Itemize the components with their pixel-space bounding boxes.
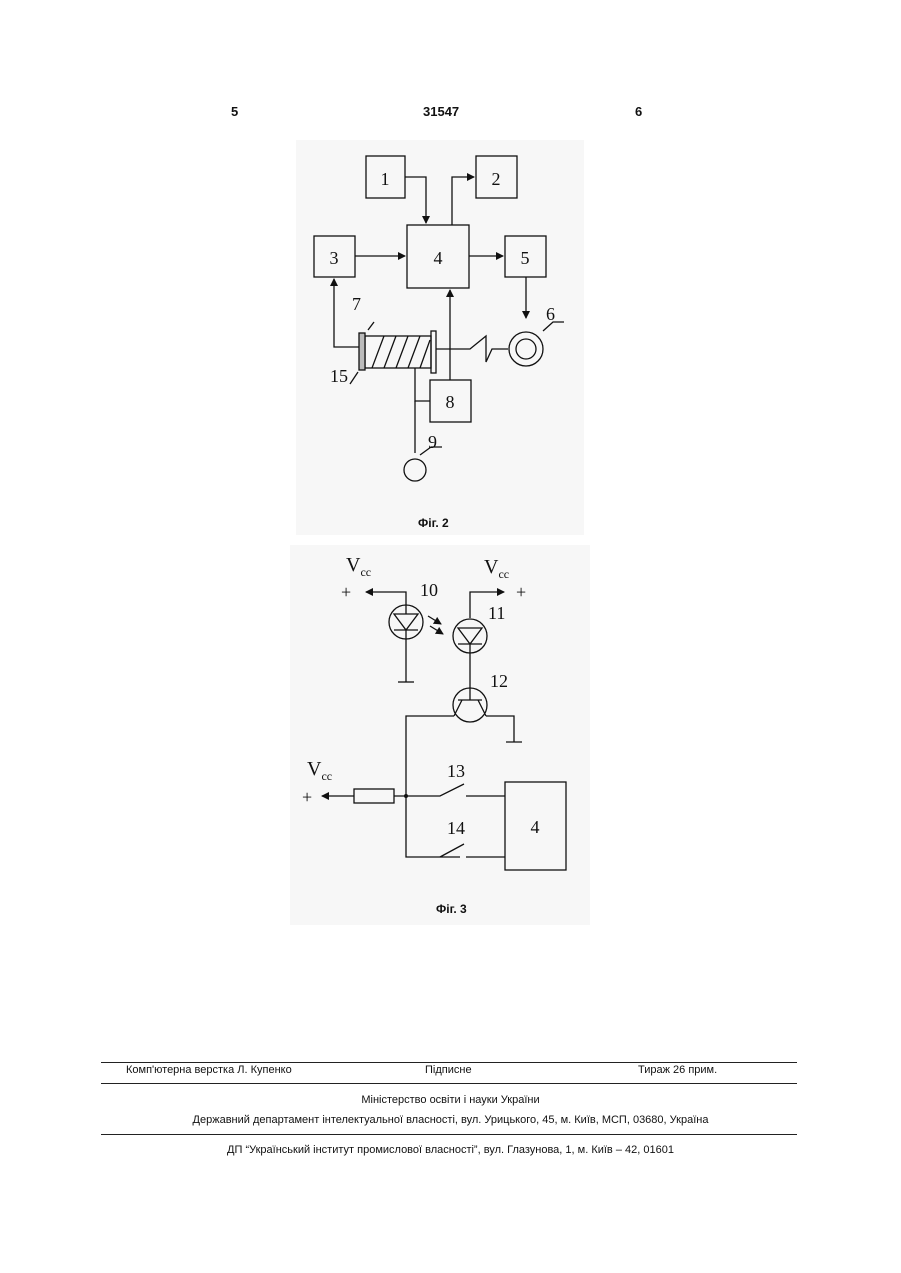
footer-rule-top <box>101 1062 797 1063</box>
label-13: 13 <box>447 761 465 781</box>
vcc-11: Vcc <box>484 556 509 581</box>
block-1-label: 1 <box>381 169 390 189</box>
footer-department: Державний департамент інтелектуальної вл… <box>0 1114 901 1126</box>
motor-6 <box>509 332 543 366</box>
plus-11: + <box>516 582 526 602</box>
resistor <box>354 789 394 803</box>
label-12: 12 <box>490 671 508 691</box>
label-11: 11 <box>488 603 505 623</box>
plus-10: + <box>341 582 351 602</box>
footer-ministry: Міністерство освіти і науки України <box>0 1094 901 1106</box>
figure-2-caption: Фіг. 2 <box>418 516 449 530</box>
footer-circulation: Тираж 26 прим. <box>638 1064 717 1076</box>
block-4-label: 4 <box>434 248 443 268</box>
label-10: 10 <box>420 580 438 600</box>
block-5-label: 5 <box>521 248 530 268</box>
footer-institute: ДП “Український інститут промислової вла… <box>0 1144 901 1156</box>
label-15: 15 <box>330 366 348 386</box>
vcc-10: Vcc <box>346 554 371 579</box>
footer-rule-bottom <box>101 1134 797 1135</box>
label-6: 6 <box>546 304 555 324</box>
label-14: 14 <box>447 818 465 838</box>
block-4-fig3-label: 4 <box>531 817 540 837</box>
block-2-label: 2 <box>492 169 501 189</box>
plus-resistor: + <box>302 787 312 807</box>
block-8-label: 8 <box>446 392 455 412</box>
block-3-label: 3 <box>330 248 339 268</box>
label-9: 9 <box>428 432 437 452</box>
footer-rule-mid <box>101 1083 797 1084</box>
sensor-9 <box>404 459 426 481</box>
footer-signed: Підписне <box>425 1064 472 1076</box>
label-7: 7 <box>352 294 361 314</box>
figure-3-caption: Фіг. 3 <box>436 902 467 916</box>
footer-layout-credit: Комп'ютерна верстка Л. Купенко <box>126 1064 292 1076</box>
figure-3-schematic: Vcc + Vcc + Vcc + 10 11 12 13 14 4 <box>0 540 901 940</box>
figure-2-diagram: 1 2 3 4 5 8 6 7 9 15 <box>0 0 901 540</box>
vcc-resistor: Vcc <box>307 758 332 783</box>
